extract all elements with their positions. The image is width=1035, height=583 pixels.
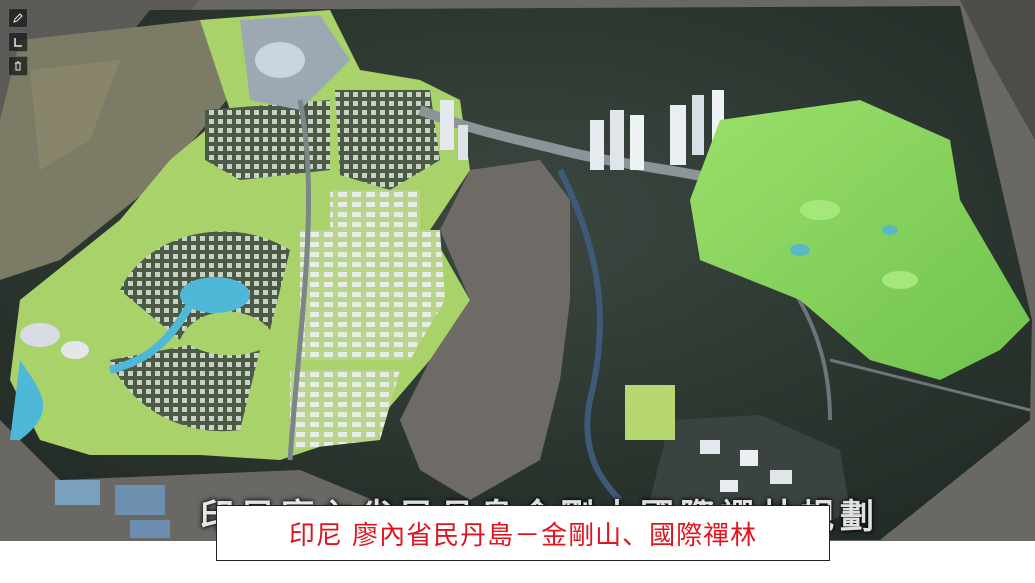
golf-green [882, 271, 918, 289]
road [829, 358, 1031, 412]
lower-building [770, 470, 792, 484]
villa-cluster [205, 100, 330, 180]
warehouse [130, 520, 170, 538]
waterway [109, 303, 194, 374]
golf-green [800, 200, 840, 220]
office-blocks [300, 230, 445, 360]
resort-dome [20, 323, 60, 347]
golf-pond [882, 225, 898, 235]
warehouse [55, 480, 100, 505]
map-toolbar [8, 8, 28, 76]
villa-cluster [335, 90, 440, 190]
sports-court [625, 385, 675, 440]
pool [180, 277, 250, 313]
lower-building [700, 440, 720, 454]
golf-pond [790, 244, 810, 256]
lower-building [740, 450, 758, 466]
main-road [287, 99, 312, 461]
caption-text: 印尼 廖內省民丹島－金剛山、國際禪林 [288, 520, 758, 551]
central-valley [400, 160, 570, 500]
waterway [10, 360, 44, 440]
castle-dome [255, 42, 305, 78]
golf-course [690, 100, 1030, 380]
clear-tool-button[interactable] [8, 56, 28, 76]
caption-box: 印尼 廖內省民丹島－金剛山、國際禪林 [216, 505, 830, 561]
measure-tool-button[interactable] [8, 32, 28, 52]
draw-tool-button[interactable] [8, 8, 28, 28]
office-blocks [330, 190, 420, 230]
resort-dome [61, 341, 89, 359]
trash-icon [15, 61, 21, 71]
cleared-land [30, 60, 120, 170]
lower-building [720, 480, 738, 492]
ruler-icon [14, 38, 22, 47]
warehouse [115, 485, 165, 515]
office-blocks [290, 370, 400, 450]
ground-patch [960, 0, 1035, 140]
river-road [557, 168, 623, 503]
villa-fan [110, 345, 260, 432]
pencil-icon [13, 13, 23, 23]
